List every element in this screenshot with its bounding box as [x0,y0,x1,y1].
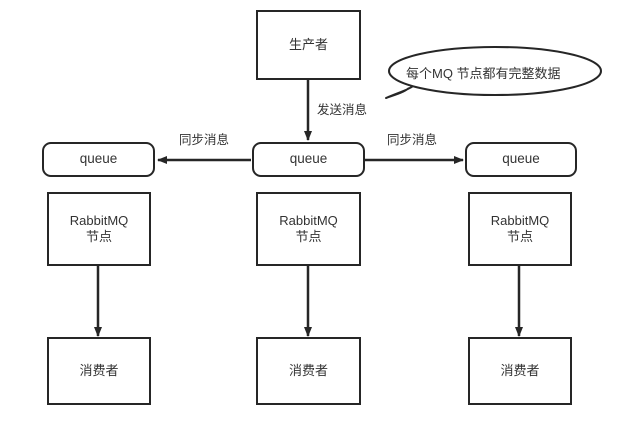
node-rabbitmq-center[interactable]: RabbitMQ 节点 [256,192,361,266]
node-consumer-right[interactable]: 消费者 [468,337,572,405]
node-producer[interactable]: 生产者 [256,10,361,80]
node-rabbitmq-right[interactable]: RabbitMQ 节点 [468,192,572,266]
node-rabbitmq-left[interactable]: RabbitMQ 节点 [47,192,151,266]
callout-text: 每个MQ 节点都有完整数据 [406,66,561,81]
callout-bubble [385,46,602,99]
edge-label-send-message: 发送消息 [316,99,369,118]
edge-label-sync-left: 同步消息 [178,129,231,148]
node-consumer-center[interactable]: 消费者 [256,337,361,405]
node-queue-left[interactable]: queue [42,142,155,177]
node-consumer-left[interactable]: 消费者 [47,337,151,405]
edge-label-sync-right: 同步消息 [386,129,439,148]
node-queue-right[interactable]: queue [465,142,577,177]
node-queue-center[interactable]: queue [252,142,365,177]
